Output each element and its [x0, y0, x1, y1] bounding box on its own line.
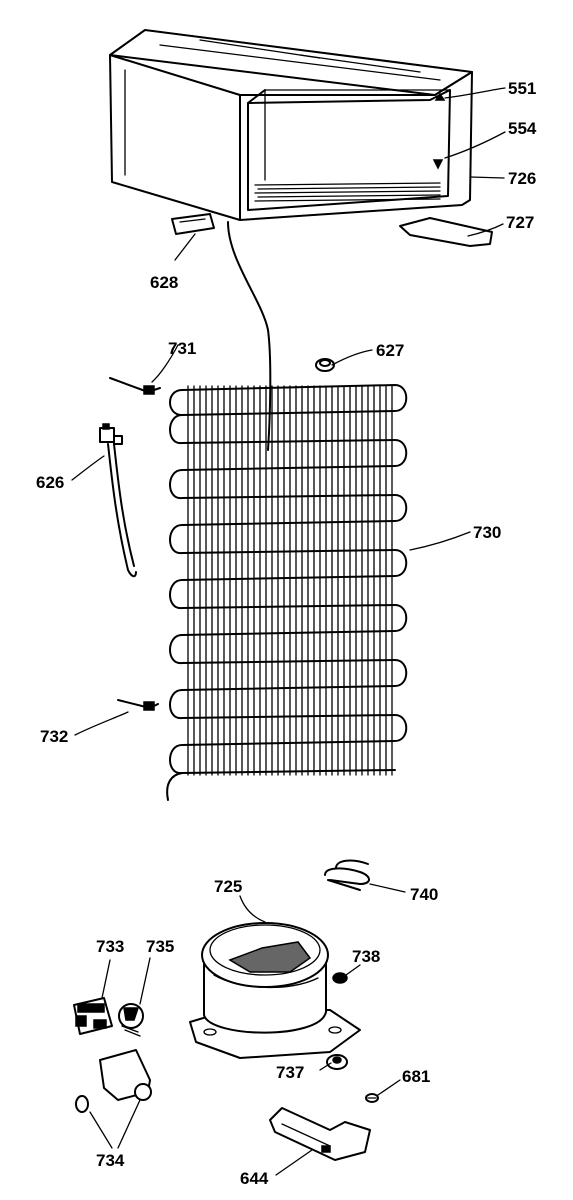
part-734-cover [75, 1049, 152, 1113]
label-628: 628 [150, 273, 178, 292]
part-626-cord [99, 423, 137, 578]
label-731: 731 [168, 339, 196, 358]
part-681-screw [365, 1093, 379, 1103]
part-733-relay [73, 997, 113, 1035]
label-733: 733 [96, 937, 124, 956]
label-554: 554 [508, 119, 537, 138]
part-737-fitting [326, 1054, 348, 1070]
part-735-overload [118, 1003, 144, 1037]
label-644: 644 [240, 1169, 269, 1188]
part-628-bracket [171, 213, 215, 235]
label-626: 626 [36, 473, 64, 492]
label-627: 627 [376, 341, 404, 360]
label-681: 681 [402, 1067, 430, 1086]
label-738: 738 [352, 947, 380, 966]
label-740: 740 [410, 885, 438, 904]
part-644-bracket [269, 1107, 371, 1161]
leader-lines [71, 87, 506, 1176]
part-738-grommet [332, 972, 348, 984]
part-627-grommet [315, 358, 335, 372]
capillary-wire [227, 221, 272, 451]
label-734: 734 [96, 1151, 125, 1170]
label-737: 737 [276, 1063, 304, 1082]
part-727-shelf-piece [399, 217, 493, 247]
part-labels: 551 554 726 727 628 731 627 626 730 732 … [36, 79, 537, 1188]
part-731-clip [109, 377, 161, 395]
label-730: 730 [473, 523, 501, 542]
label-735: 735 [146, 937, 174, 956]
part-725-compressor [189, 922, 361, 1070]
part-740-clips [324, 859, 370, 891]
freezer-compartment [109, 29, 473, 221]
label-732: 732 [40, 727, 68, 746]
label-727: 727 [506, 213, 534, 232]
part-732-clip [117, 699, 159, 711]
label-725: 725 [214, 877, 242, 896]
label-726: 726 [508, 169, 536, 188]
label-551: 551 [508, 79, 536, 98]
part-730-condenser [166, 384, 408, 801]
